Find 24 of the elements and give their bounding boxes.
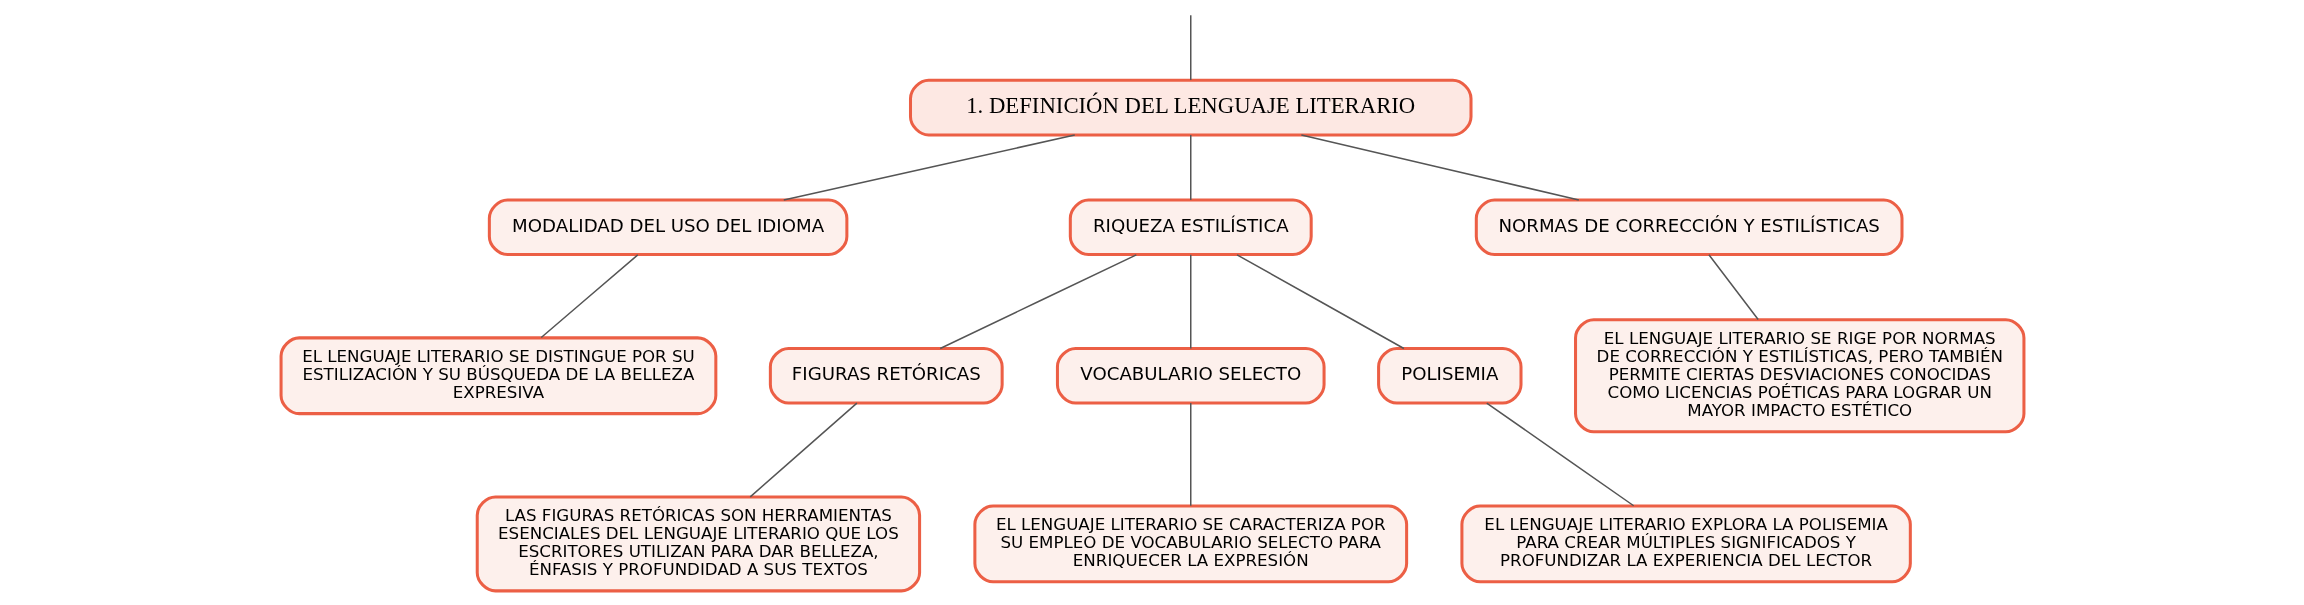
node-box: EL LENGUAJE LITERARIO SE CARACTERIZA POR SU EMPLEO DE VOCABULARIO SELECTO PARA ENRIQUECER LA EXPRESIÓN (972, 504, 1408, 584)
connector (1189, 14, 1191, 81)
connector (540, 254, 639, 339)
connector (749, 402, 858, 498)
connector (1300, 134, 1580, 201)
connector (1189, 134, 1191, 201)
node-box: EL LENGUAJE LITERARIO SE DISTINGUE POR SU ESTILIZACIÓN Y SU BÚSQUEDA DE LA BELLEZA EXPRESIVA (279, 336, 717, 416)
node-box: RIQUEZA ESTILÍSTICA (1068, 198, 1313, 257)
node-box: 1. DEFINICIÓN DEL LENGUAJE LITERARIO (908, 78, 1473, 137)
connector (1235, 254, 1405, 350)
node-box: EL LENGUAJE LITERARIO SE RIGE POR NORMAS DE CORRECCIÓN Y ESTILÍSTICAS, PERO TAMBIÉN PERMITE CIERTAS DESVIACIONES CONOCIDAS COMO LICENCIAS POÉTICAS PARA LOGRAR UN MAYOR IMPACTO ESTÉTICO (1573, 318, 2025, 434)
connector (1485, 402, 1634, 507)
connector (938, 254, 1137, 350)
node-box: POLISEMIA (1376, 346, 1522, 405)
node-box: FIGURAS RETÓRICAS (768, 346, 1004, 405)
connector (1189, 402, 1191, 507)
node-box: LAS FIGURAS RETÓRICAS SON HERRAMIENTAS ESENCIALES DEL LENGUAJE LITERARIO QUE LOS ESCRITORES UTILIZAN PARA DAR BELLEZA, ÉNFASIS Y PROFUNDIDAD A SUS TEXTOS (475, 495, 921, 593)
connector (782, 134, 1075, 201)
node-box: NORMAS DE CORRECCIÓN Y ESTILÍSTICAS (1474, 198, 1903, 257)
node-box: MODALIDAD DEL USO DEL IDIOMA (487, 198, 848, 257)
node-box: EL LENGUAJE LITERARIO EXPLORA LA POLISEMIA PARA CREAR MÚLTIPLES SIGNIFICADOS Y PROFUNDIZAR LA EXPERIENCIA DEL LECTOR (1459, 504, 1912, 584)
connector (1189, 254, 1191, 350)
node-box: VOCABULARIO SELECTO (1055, 346, 1326, 405)
connector (1707, 254, 1759, 321)
